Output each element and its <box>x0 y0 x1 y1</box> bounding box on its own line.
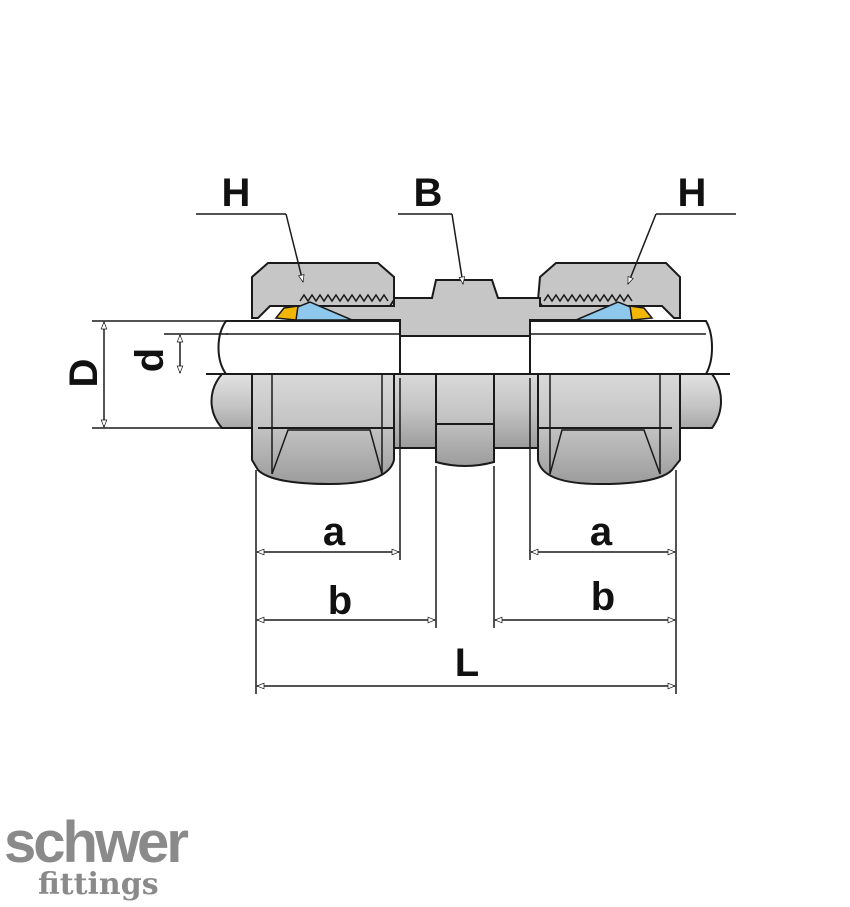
schwer-logo: schwer fittings <box>4 810 191 902</box>
label-nut-right: H <box>678 171 707 215</box>
label-b-left: b <box>328 579 352 623</box>
label-a-right: a <box>590 510 613 554</box>
leader-nut-left <box>285 213 305 283</box>
ferrule-right-back <box>629 305 654 321</box>
body-neck-right <box>493 373 539 449</box>
labels: H B H D d a a b b L <box>62 171 706 685</box>
tube-right-section <box>529 320 713 375</box>
label-overall-length: L <box>455 641 479 685</box>
section-view <box>217 262 713 375</box>
label-a-left: a <box>323 510 346 554</box>
leader-body <box>451 213 466 285</box>
leader-nut-right <box>627 213 657 285</box>
thread-right <box>543 293 633 303</box>
tube-left <box>210 373 261 429</box>
logo-brand: schwer <box>4 810 188 875</box>
label-nut-left: H <box>222 171 251 215</box>
leader-lines <box>196 213 736 285</box>
logo-tagline: fittings <box>38 867 159 902</box>
left-nut-section <box>251 262 395 319</box>
exterior-view <box>206 373 734 486</box>
thread-left <box>299 293 389 303</box>
dimension-lines <box>92 320 677 694</box>
label-b-right: b <box>591 575 615 619</box>
label-inner-diameter: d <box>128 348 172 372</box>
label-outer-diameter: D <box>62 359 106 388</box>
tube-right <box>671 373 722 429</box>
label-body: B <box>414 171 443 215</box>
ferrule-left-back <box>274 305 299 321</box>
body-neck-left <box>391 373 437 449</box>
body-hex <box>435 373 495 467</box>
tube-left-section <box>217 320 401 375</box>
